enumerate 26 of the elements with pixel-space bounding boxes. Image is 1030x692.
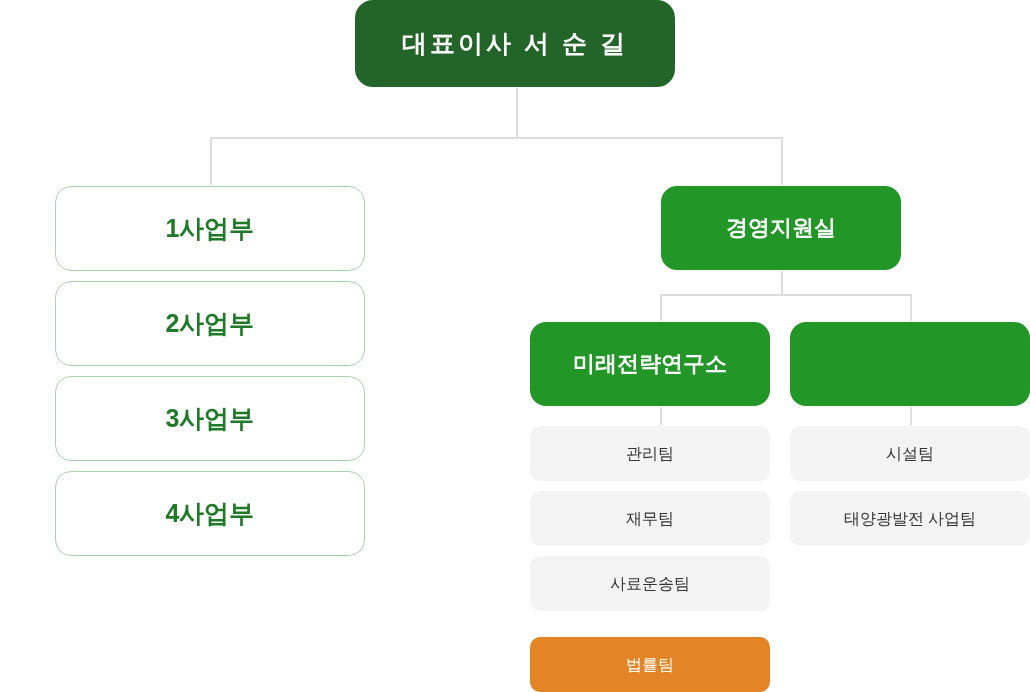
ceo-box — [355, 0, 675, 87]
team-name: 재무팀 — [626, 508, 674, 529]
connector-line — [660, 406, 662, 426]
team-name: 사료운송팀 — [610, 573, 690, 594]
team-box — [530, 426, 770, 481]
office-name: 미래전략연구소 — [573, 350, 727, 378]
division-name: 1사업부 — [165, 212, 255, 244]
office-box — [790, 322, 1030, 406]
office-box — [661, 186, 901, 270]
connector-line — [910, 406, 912, 426]
ceo-title: 대표이사 서 순 길 — [402, 27, 628, 59]
division-box — [55, 186, 365, 271]
division-box — [55, 471, 365, 556]
division-box — [55, 376, 365, 461]
office-name: 경영지원실 — [726, 214, 836, 242]
team-box — [530, 637, 770, 692]
division-name: 4사업부 — [165, 497, 255, 529]
team-name: 관리팀 — [626, 443, 674, 464]
team-name: 시설팀 — [886, 443, 934, 464]
division-name: 2사업부 — [165, 307, 255, 339]
team-name: 법률팀 — [626, 654, 674, 675]
division-name: 3사업부 — [165, 402, 255, 434]
team-name: 태양광발전 사업팀 — [843, 508, 977, 529]
office-box — [530, 322, 770, 406]
division-box — [55, 281, 365, 366]
team-box — [790, 426, 1030, 481]
